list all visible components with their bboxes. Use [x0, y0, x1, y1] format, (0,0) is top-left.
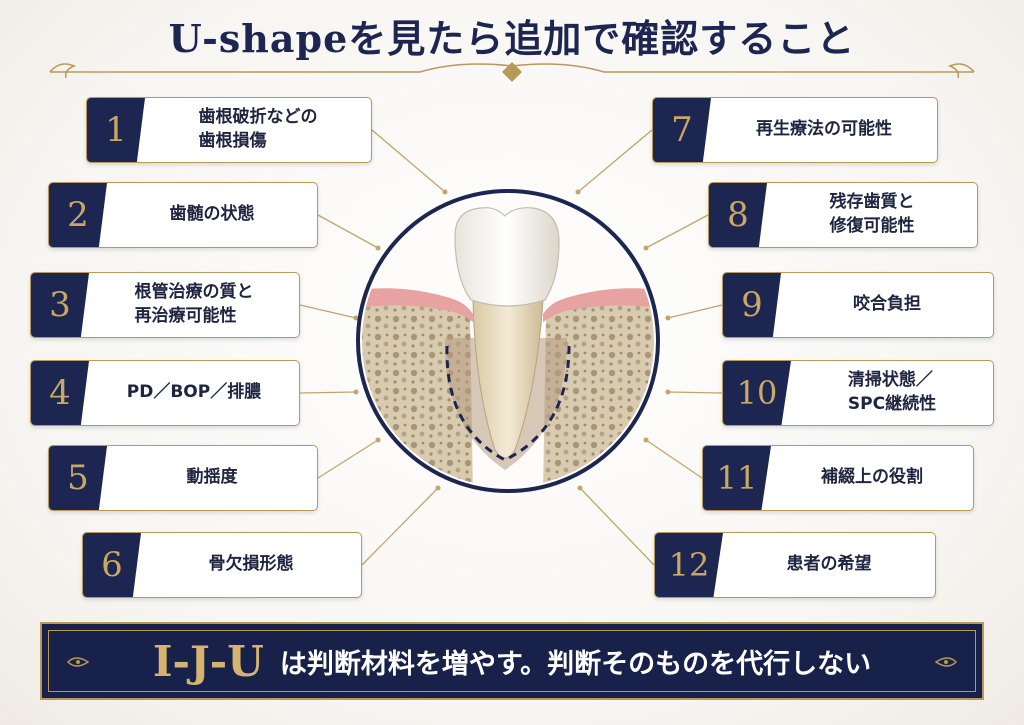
checklist-item-2: 2 歯髄の状態	[48, 182, 318, 248]
checklist-item-5: 5 動揺度	[48, 445, 318, 511]
item-number: 2	[49, 183, 107, 247]
item-label: 再生療法の可能性	[756, 119, 892, 140]
item-number: 5	[49, 446, 107, 510]
item-label: 咬合負担	[853, 294, 921, 315]
item-number: 10	[723, 361, 791, 425]
item-number: 6	[83, 533, 141, 597]
fleur-ornament-icon	[934, 657, 958, 667]
item-number: 12	[655, 533, 723, 597]
item-number: 11	[703, 446, 771, 510]
fleur-ornament-icon	[66, 657, 90, 667]
item-label: 歯髄の状態	[169, 204, 255, 225]
item-number: 9	[723, 273, 781, 337]
item-label: 残存歯質と 修復可能性	[829, 192, 915, 236]
item-label: 補綴上の役割	[821, 467, 923, 488]
item-number: 3	[31, 273, 89, 337]
item-label: 動揺度	[186, 467, 238, 488]
item-label: 根管治療の質と 再治療可能性	[134, 282, 254, 326]
checklist-item-11: 11 補綴上の役割	[702, 445, 974, 511]
banner-frame	[48, 630, 976, 692]
checklist-item-3: 3 根管治療の質と 再治療可能性	[30, 272, 300, 338]
checklist-item-8: 8 残存歯質と 修復可能性	[708, 182, 978, 248]
page-title: U-shapeを見たら追加で確認すること	[168, 16, 856, 61]
title-ornament	[49, 62, 975, 82]
item-number: 7	[653, 98, 711, 162]
item-label: 清掃状態／ SPC継続性	[847, 370, 937, 414]
item-label: 患者の希望	[786, 554, 872, 575]
item-label: 歯根破折などの 歯根損傷	[198, 107, 318, 151]
item-label: PD／BOP／排膿	[126, 382, 262, 403]
item-number: 4	[31, 361, 89, 425]
item-number: 8	[709, 183, 767, 247]
banner-message: は判断材料を増やす。判断そのものを代行しない	[279, 648, 872, 680]
checklist-item-10: 10 清掃状態／ SPC継続性	[722, 360, 994, 426]
checklist-item-4: 4 PD／BOP／排膿	[30, 360, 300, 426]
item-number: 1	[87, 98, 145, 162]
checklist-item-12: 12 患者の希望	[654, 532, 936, 598]
checklist-item-7: 7 再生療法の可能性	[652, 97, 938, 163]
conclusion-banner: I-J-U は判断材料を増やす。判断そのものを代行しない	[40, 622, 984, 700]
checklist-item-6: 6 骨欠損形態	[82, 532, 362, 598]
checklist-item-9: 9 咬合負担	[722, 272, 994, 338]
item-label: 骨欠損形態	[208, 554, 294, 575]
banner-emphasis: I-J-U	[152, 636, 264, 686]
tooth-illustration	[356, 189, 660, 493]
checklist-item-1: 1 歯根破折などの 歯根損傷	[86, 97, 372, 163]
